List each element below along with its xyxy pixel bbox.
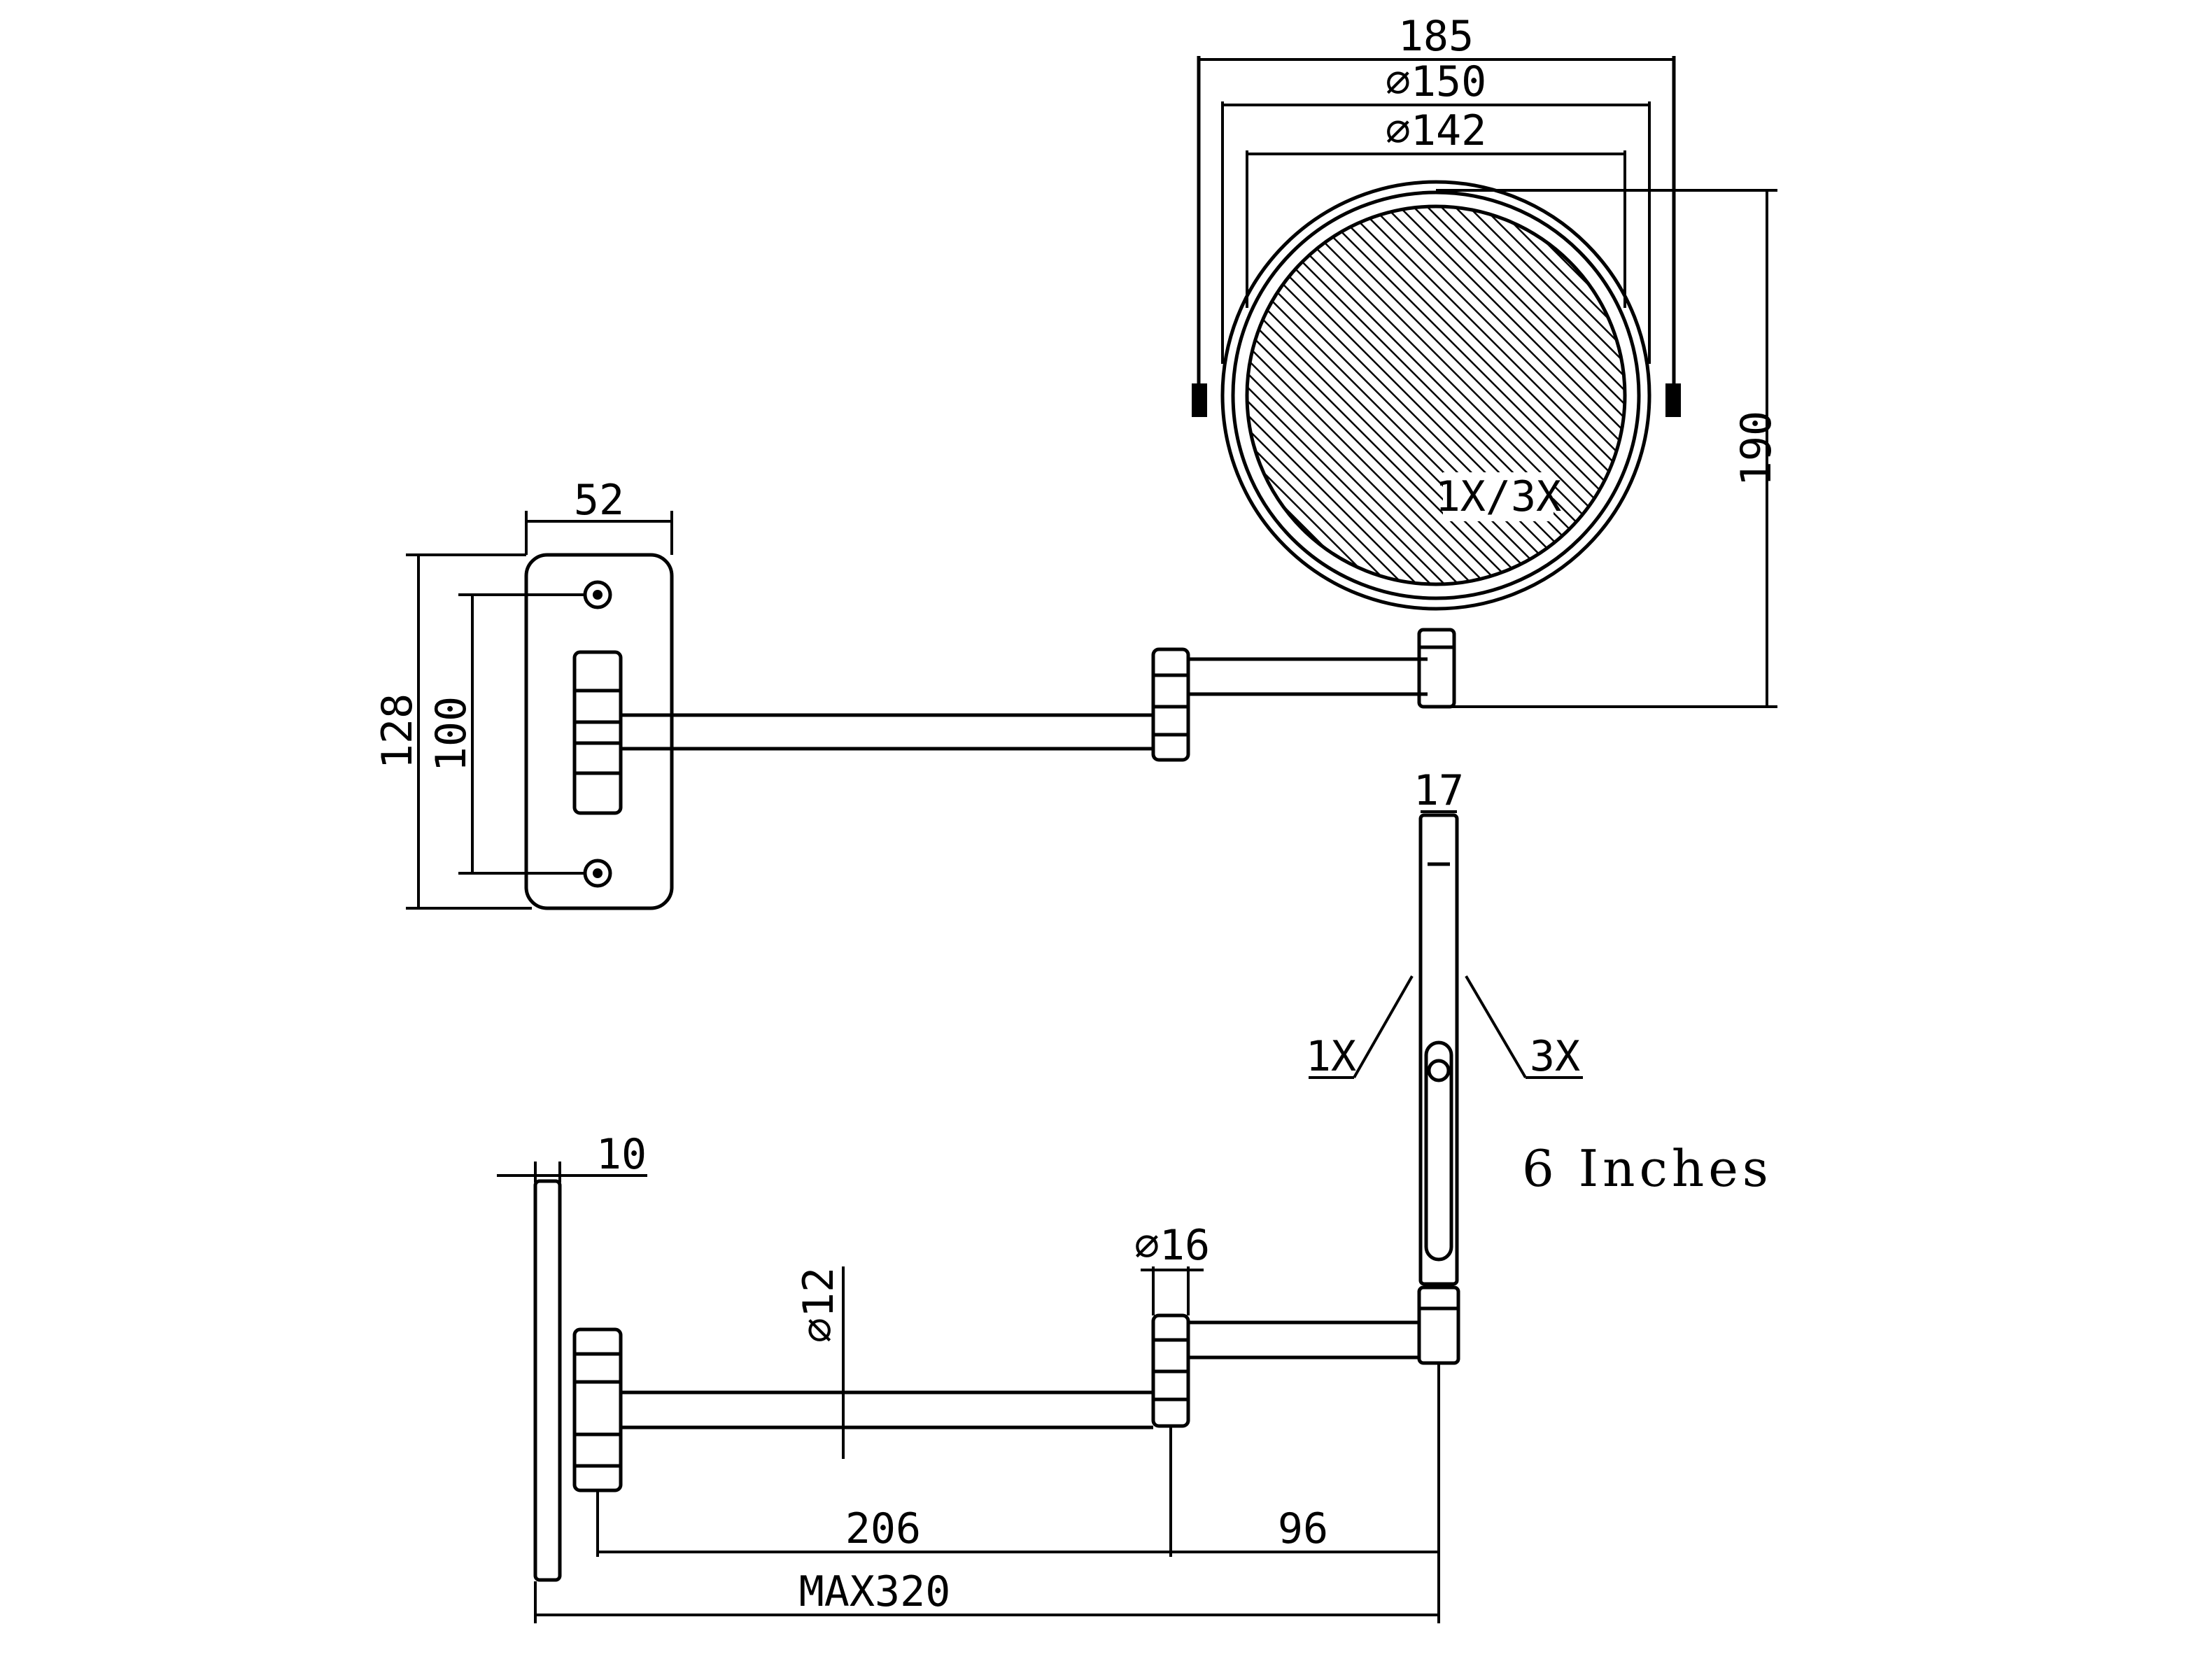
mirror-side xyxy=(1417,813,1460,1365)
magnification-label: 1X/3X xyxy=(1435,472,1562,521)
dim-arm-tube: ⌀12 xyxy=(794,1266,845,1459)
side-1x-label: 1X xyxy=(1306,1032,1356,1081)
side-magnification-leaders: 1X 3X xyxy=(1306,975,1583,1081)
wall-plate-front xyxy=(524,553,674,910)
dim-plate-height: 128 xyxy=(373,553,532,910)
wall-plate-side xyxy=(533,1179,623,1582)
dim-overall-width: 185 xyxy=(1199,12,1674,61)
dim-overall-height: 190 xyxy=(1436,189,1781,708)
dim-mirror-outer: ⌀150 xyxy=(1221,57,1651,364)
swing-arm-front xyxy=(621,628,1456,762)
dim-150-text: ⌀150 xyxy=(1386,57,1487,106)
dim-mirror-thickness: 17 xyxy=(1414,766,1464,815)
front-view: 1X/3X 185 ⌀150 ⌀142 190 xyxy=(373,12,1781,910)
dim-128-text: 128 xyxy=(373,693,422,769)
dim-142-text: ⌀142 xyxy=(1386,106,1487,155)
dim-206-text: 206 xyxy=(845,1504,921,1553)
side-view: 1X 3X 17 xyxy=(497,766,1773,1623)
dim-12-text: ⌀12 xyxy=(794,1267,843,1343)
dim-plate-thickness: 10 xyxy=(497,1130,647,1183)
dim-arm-lengths: 206 96 MAX320 xyxy=(534,1364,1440,1623)
dim-100-text: 100 xyxy=(427,696,476,772)
mirror-front: 1X/3X xyxy=(1192,56,1681,611)
size-note: 6 Inches xyxy=(1522,1139,1773,1198)
swing-arm-side xyxy=(621,1313,1419,1430)
side-3x-label: 3X xyxy=(1530,1032,1580,1081)
dim-52-text: 52 xyxy=(574,476,624,525)
dim-10-text: 10 xyxy=(596,1130,647,1179)
dim-185-text: 185 xyxy=(1398,12,1474,61)
dim-hole-spacing: 100 xyxy=(427,593,585,875)
dim-max320-text: MAX320 xyxy=(799,1567,951,1616)
dim-17-text: 17 xyxy=(1414,766,1464,815)
dim-mirror-inner: ⌀142 xyxy=(1246,106,1626,308)
dim-plate-width: 52 xyxy=(525,476,673,555)
magnification-label-bg xyxy=(1443,472,1554,521)
dim-190-text: 190 xyxy=(1732,411,1781,486)
dim-16-text: ⌀16 xyxy=(1134,1221,1210,1270)
dim-96-text: 96 xyxy=(1278,1504,1328,1553)
dim-joint-dia: ⌀16 xyxy=(1134,1221,1210,1315)
